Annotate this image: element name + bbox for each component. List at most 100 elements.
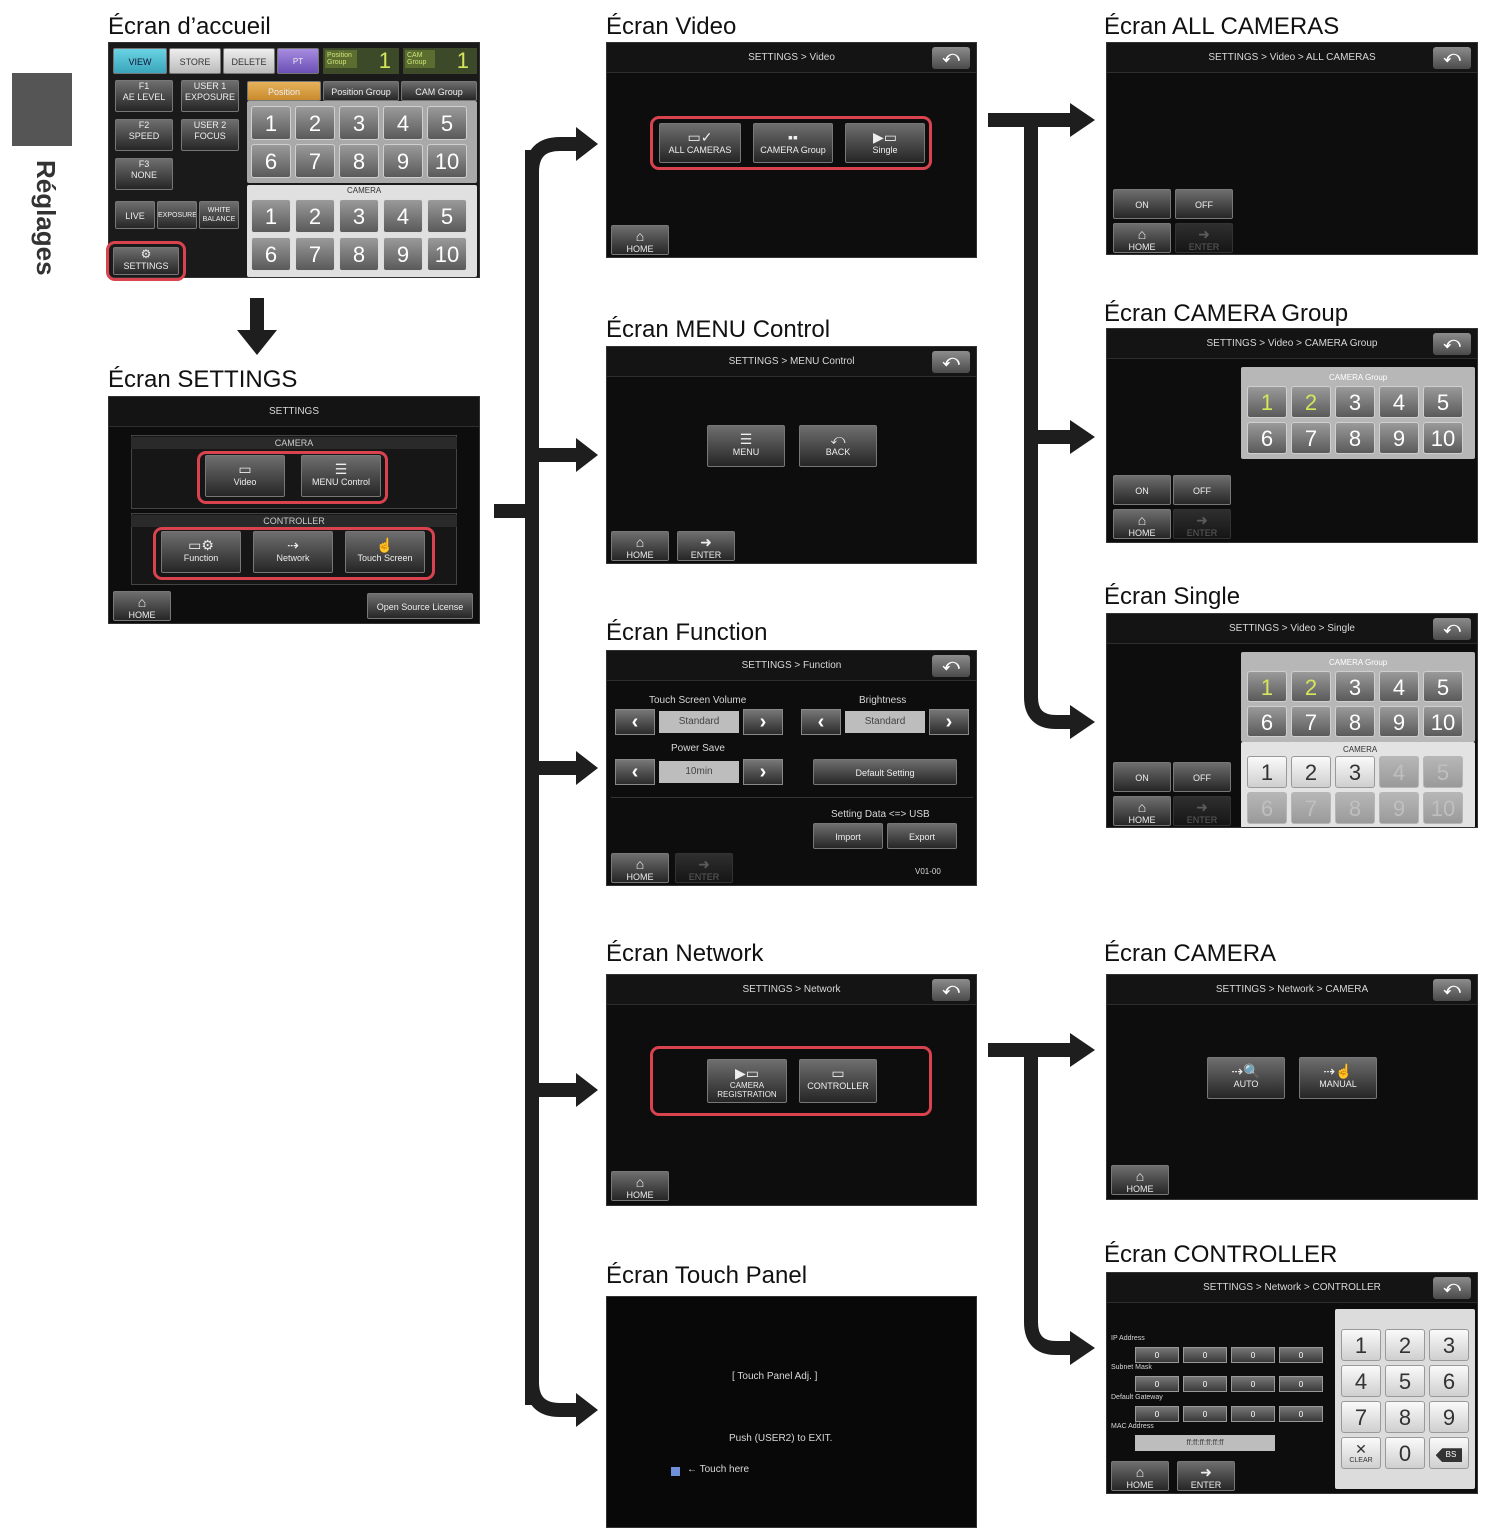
single-group-key-5[interactable]: 5 bbox=[1423, 671, 1463, 702]
camera-key-7[interactable]: 7 bbox=[295, 237, 335, 271]
video-home-button[interactable]: ⌂HOME bbox=[611, 225, 669, 255]
settings-button[interactable]: ⚙ SETTINGS bbox=[113, 247, 179, 275]
all-home-button[interactable]: ⌂HOME bbox=[1113, 223, 1171, 253]
all-on-button[interactable]: ON bbox=[1113, 189, 1171, 219]
gateway-octet-4[interactable]: 0 bbox=[1279, 1406, 1323, 1422]
pt-active-button[interactable]: PT ACTIVE bbox=[277, 48, 319, 74]
tab-cam-group[interactable]: CAM Group bbox=[401, 81, 477, 101]
function-home-button[interactable]: ⌂HOME bbox=[611, 853, 669, 883]
cg-key-7[interactable]: 7 bbox=[1291, 422, 1331, 454]
cg-key-10[interactable]: 10 bbox=[1423, 422, 1463, 454]
keypad-3[interactable]: 3 bbox=[1429, 1329, 1469, 1361]
camera-key-5[interactable]: 5 bbox=[427, 199, 467, 233]
single-group-key-7[interactable]: 7 bbox=[1291, 706, 1331, 737]
single-camera-key-4[interactable]: 4 bbox=[1379, 756, 1419, 788]
back-arrow-icon[interactable]: ⤺ bbox=[932, 979, 970, 1001]
single-group-key-9[interactable]: 9 bbox=[1379, 706, 1419, 737]
ip-octet-1[interactable]: 0 bbox=[1135, 1347, 1179, 1363]
touch-screen-button[interactable]: ☝Touch Screen bbox=[345, 531, 425, 573]
camera-key-4[interactable]: 4 bbox=[383, 199, 423, 233]
exposure-button[interactable]: EXPOSURE bbox=[157, 201, 197, 229]
all-enter-button[interactable]: ➜ENTER bbox=[1175, 223, 1233, 253]
keypad-4[interactable]: 4 bbox=[1341, 1365, 1381, 1397]
function-enter-button[interactable]: ➜ENTER bbox=[675, 853, 733, 883]
keypad-7[interactable]: 7 bbox=[1341, 1401, 1381, 1433]
video-button[interactable]: ▭Video bbox=[205, 455, 285, 497]
gateway-octet-2[interactable]: 0 bbox=[1183, 1406, 1227, 1422]
cg-key-5[interactable]: 5 bbox=[1423, 386, 1463, 418]
backspace-key[interactable]: BS bbox=[1429, 1437, 1469, 1469]
camera-key-2[interactable]: 2 bbox=[295, 199, 335, 233]
menu-button[interactable]: ☰MENU bbox=[707, 425, 785, 467]
brightness-next-button[interactable]: › bbox=[929, 709, 969, 735]
back-arrow-icon[interactable]: ⤺ bbox=[1433, 47, 1471, 69]
single-camera-key-7[interactable]: 7 bbox=[1291, 792, 1331, 824]
single-group-key-8[interactable]: 8 bbox=[1335, 706, 1375, 737]
touch-target-icon[interactable] bbox=[671, 1467, 680, 1476]
single-camera-key-9[interactable]: 9 bbox=[1379, 792, 1419, 824]
back-arrow-icon[interactable]: ⤺ bbox=[932, 47, 970, 69]
position-key-7[interactable]: 7 bbox=[295, 144, 335, 178]
position-key-8[interactable]: 8 bbox=[339, 144, 379, 178]
gateway-octet-1[interactable]: 0 bbox=[1135, 1406, 1179, 1422]
position-key-3[interactable]: 3 bbox=[339, 106, 379, 140]
import-button[interactable]: Import bbox=[813, 823, 883, 849]
single-group-key-1[interactable]: 1 bbox=[1247, 671, 1287, 702]
single-home-button[interactable]: ⌂HOME bbox=[1113, 796, 1171, 826]
ip-octet-4[interactable]: 0 bbox=[1279, 1347, 1323, 1363]
store-button[interactable]: STORE bbox=[169, 48, 221, 74]
cg-key-6[interactable]: 6 bbox=[1247, 422, 1287, 454]
delete-button[interactable]: DELETE bbox=[223, 48, 275, 74]
keypad-9[interactable]: 9 bbox=[1429, 1401, 1469, 1433]
single-on-button[interactable]: ON bbox=[1113, 762, 1171, 792]
manual-button[interactable]: ⇢☝MANUAL bbox=[1299, 1057, 1377, 1099]
touch-volume-next-button[interactable]: › bbox=[743, 709, 783, 735]
single-off-button[interactable]: OFF bbox=[1173, 762, 1231, 792]
camera-key-10[interactable]: 10 bbox=[427, 237, 467, 271]
back-arrow-icon[interactable]: ⤺ bbox=[932, 655, 970, 677]
single-camera-key-2[interactable]: 2 bbox=[1291, 756, 1331, 788]
single-camera-key-6[interactable]: 6 bbox=[1247, 792, 1287, 824]
all-cameras-button[interactable]: ▭✓ALL CAMERAS bbox=[659, 123, 741, 163]
position-key-6[interactable]: 6 bbox=[251, 144, 291, 178]
single-button[interactable]: ▶▭Single bbox=[845, 123, 925, 163]
subnet-octet-1[interactable]: 0 bbox=[1135, 1376, 1179, 1392]
keypad-8[interactable]: 8 bbox=[1385, 1401, 1425, 1433]
tab-position[interactable]: Position bbox=[247, 81, 321, 101]
menu-enter-button[interactable]: ➜ENTER bbox=[677, 531, 735, 561]
single-group-key-2[interactable]: 2 bbox=[1291, 671, 1331, 702]
cg-key-9[interactable]: 9 bbox=[1379, 422, 1419, 454]
cg-off-button[interactable]: OFF bbox=[1173, 475, 1231, 505]
menu-home-button[interactable]: ⌂HOME bbox=[611, 531, 669, 561]
cg-on-button[interactable]: ON bbox=[1113, 475, 1171, 505]
position-key-1[interactable]: 1 bbox=[251, 106, 291, 140]
single-camera-key-10[interactable]: 10 bbox=[1423, 792, 1463, 824]
single-group-key-10[interactable]: 10 bbox=[1423, 706, 1463, 737]
gateway-octet-3[interactable]: 0 bbox=[1231, 1406, 1275, 1422]
keypad-6[interactable]: 6 bbox=[1429, 1365, 1469, 1397]
back-button[interactable]: ⤺BACK bbox=[799, 425, 877, 467]
controller-enter-button[interactable]: ➜ENTER bbox=[1177, 1461, 1235, 1491]
back-arrow-icon[interactable]: ⤺ bbox=[1433, 1277, 1471, 1299]
single-camera-key-3[interactable]: 3 bbox=[1335, 756, 1375, 788]
keypad-2[interactable]: 2 bbox=[1385, 1329, 1425, 1361]
position-key-10[interactable]: 10 bbox=[427, 144, 467, 178]
keypad-0[interactable]: 0 bbox=[1385, 1437, 1425, 1469]
subnet-octet-2[interactable]: 0 bbox=[1183, 1376, 1227, 1392]
home-button[interactable]: ⌂HOME bbox=[113, 591, 171, 621]
single-camera-key-8[interactable]: 8 bbox=[1335, 792, 1375, 824]
cg-key-1[interactable]: 1 bbox=[1247, 386, 1287, 418]
cg-enter-button[interactable]: ➜ENTER bbox=[1173, 509, 1231, 539]
ip-octet-3[interactable]: 0 bbox=[1231, 1347, 1275, 1363]
back-arrow-icon[interactable]: ⤺ bbox=[1433, 333, 1471, 355]
position-key-2[interactable]: 2 bbox=[295, 106, 335, 140]
single-group-key-4[interactable]: 4 bbox=[1379, 671, 1419, 702]
cg-key-3[interactable]: 3 bbox=[1335, 386, 1375, 418]
controller-home-button[interactable]: ⌂HOME bbox=[1111, 1461, 1169, 1491]
back-arrow-icon[interactable]: ⤺ bbox=[1433, 979, 1471, 1001]
network-controller-button[interactable]: ▭CONTROLLER bbox=[799, 1059, 877, 1103]
